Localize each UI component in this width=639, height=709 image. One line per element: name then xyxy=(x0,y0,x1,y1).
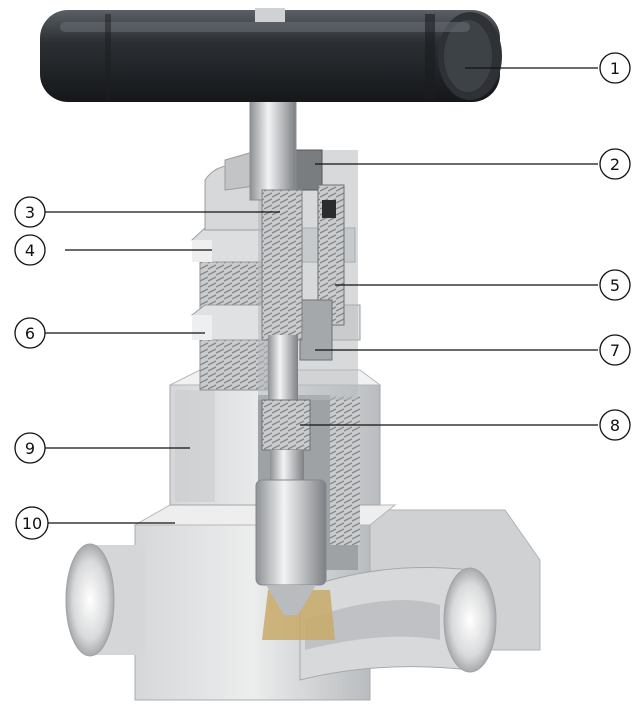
callout-6: 6 xyxy=(14,317,46,349)
callout-7: 7 xyxy=(599,334,631,366)
callouts: 1 2 3 4 5 6 7 8 xyxy=(14,52,631,540)
callout-label: 6 xyxy=(25,324,35,343)
callout-1: 1 xyxy=(599,52,631,84)
valve-body xyxy=(65,504,541,701)
leader-lines xyxy=(45,67,598,524)
outlet-port xyxy=(299,567,497,681)
callout-label: 2 xyxy=(610,155,620,174)
callout-3: 3 xyxy=(14,196,46,228)
callout-label: 1 xyxy=(610,59,620,78)
needle-plug xyxy=(255,479,327,615)
callout-label: 4 xyxy=(25,241,35,260)
callout-label: 8 xyxy=(610,416,620,435)
stem xyxy=(249,84,311,480)
callout-label: 7 xyxy=(610,341,620,360)
callout-4: 4 xyxy=(14,234,46,266)
t-handle xyxy=(40,8,502,102)
callout-2: 2 xyxy=(599,148,631,180)
callout-9: 9 xyxy=(14,432,46,464)
callout-label: 9 xyxy=(25,439,35,458)
callout-8: 8 xyxy=(599,409,631,441)
callout-5: 5 xyxy=(599,269,631,301)
callout-label: 10 xyxy=(22,514,42,533)
callout-label: 5 xyxy=(610,276,620,295)
callout-label: 3 xyxy=(25,203,35,222)
callout-10: 10 xyxy=(15,506,49,540)
inlet-port xyxy=(65,543,145,657)
